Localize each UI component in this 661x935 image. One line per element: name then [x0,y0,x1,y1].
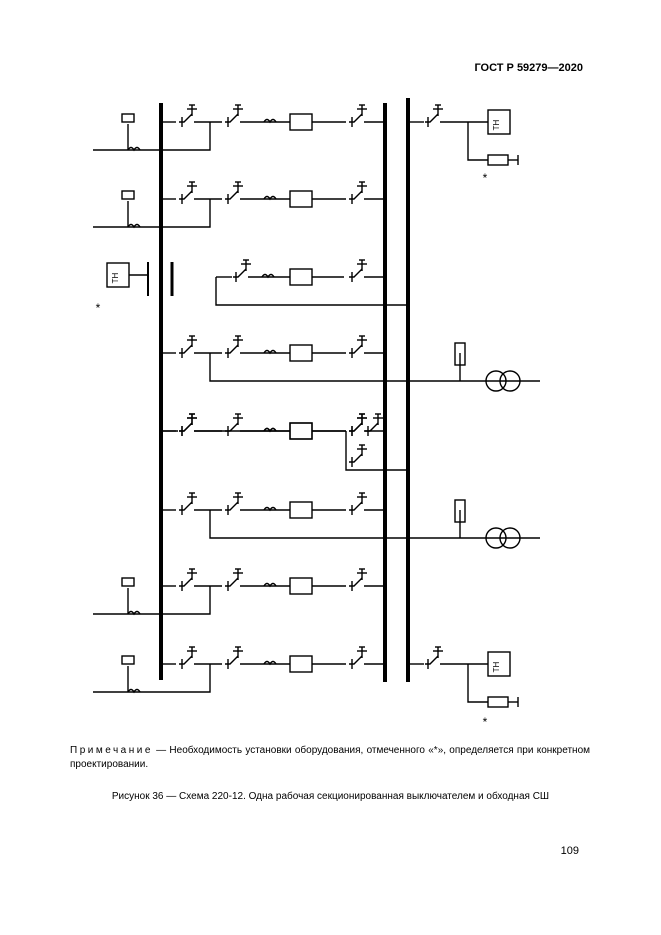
bypass-row-breaker [289,422,313,440]
row-7-ct [263,582,277,588]
row-4-disc-bus2 [225,344,239,354]
row-5-breaker [289,422,313,440]
row-2-line-trap [127,223,141,229]
row-1-coupling-capacitor [121,113,135,123]
row-1-disc-bus2 [225,113,239,123]
figure-caption: Рисунок 36 — Схема 220-12. Одна рабочая … [111,791,550,802]
row-7-disc-line [349,577,363,587]
row-1-surge-arrester [487,154,509,166]
row-2-ct [263,195,277,201]
row-2-disc-bus2 [225,190,239,200]
row-2-coupling-capacitor [121,190,135,200]
row-3-bypass-link [215,277,408,306]
row-6-bypass [209,510,540,539]
row-3-disconnector-b [349,268,363,278]
row-5-disc-bus2 [225,422,239,432]
row-7-bypass [93,586,211,615]
row-8-vt-box [487,651,511,677]
row-4-transformer-winding-1 [485,370,507,392]
document-code: ГОСТ Р 59279—2020 [474,62,583,74]
row-2-disc-line [349,190,363,200]
row-6-disc-line [349,501,363,511]
page-number: 109 [560,845,579,857]
row-8-disc-bus1 [179,655,193,665]
single-line-diagram: ТН ТН ТН * * * [93,98,540,729]
row-8-disc-bus2 [225,655,239,665]
row-2-bypass [93,199,211,228]
row-8-disc-bypass [425,655,439,665]
row-1-vt-box [487,109,511,135]
row-1-disc-bypass [425,113,439,123]
asterisk-bottom-right: * [483,715,488,729]
bypass-row-disc4 [349,453,363,463]
vt-row8-label: ТН [492,661,501,672]
row-8-line-trap [127,688,141,694]
vt-row1-label: ТН [492,119,501,130]
row-4-disc-bus1 [179,344,193,354]
row-3-ct [261,273,275,279]
row-8-coupling-capacitor [121,655,135,665]
row-6-surge-arrester [454,499,466,523]
row-8-breaker [289,655,313,673]
row-1-line-trap [127,146,141,152]
row-3-disconnector-a [233,268,247,278]
row-6-transformer-winding-1 [485,527,507,549]
row-4-bypass [209,353,540,382]
row-6-transformer-winding-2 [499,527,521,549]
row-8-bypass [93,664,211,693]
row-8-disc-line [349,655,363,665]
row-7-coupling-capacitor [121,577,135,587]
row-1-disc-bus1 [179,113,193,123]
row-4-ct [263,349,277,355]
row-8-surge-arrester [487,696,509,708]
row-1-surge-lead [467,122,488,161]
row-8-surge-lead [467,664,488,703]
asterisk-top-right: * [483,171,488,185]
vt-left-label: ТН [111,272,120,283]
row-4-disc-line [349,344,363,354]
row-6-disc-bus1 [179,501,193,511]
row-1-ct [263,118,277,124]
row-4-transformer-winding-2 [499,370,521,392]
bypass-row-ct [263,427,277,433]
row-7-disc-bus2 [225,577,239,587]
note-lead: Примечание [70,745,153,756]
bypass-row-disc [179,422,193,432]
bypass-row-link [345,431,408,471]
row-2-disc-bus1 [179,190,193,200]
row-1-disc-line [349,113,363,123]
row-2-breaker [289,190,313,208]
row-4-breaker [289,344,313,362]
row-7-disc-bus1 [179,577,193,587]
row-7-line-trap [127,610,141,616]
note-text: — Необходимость установки оборудования, … [70,745,590,770]
row-1-bypass [93,122,211,151]
row-4-surge-arrester [454,342,466,366]
row-6-disc-bus2 [225,501,239,511]
row-8-ct [263,660,277,666]
row-6-breaker [289,501,313,519]
asterisk-left: * [96,301,101,315]
row-6-ct [263,506,277,512]
row-7-breaker [289,577,313,595]
bypass-row-disc2 [349,422,363,432]
bypass-row-disc3 [365,422,379,432]
row-3-breaker [289,268,313,286]
note: Примечание — Необходимость установки обо… [70,744,590,772]
row-1-breaker [289,113,313,131]
